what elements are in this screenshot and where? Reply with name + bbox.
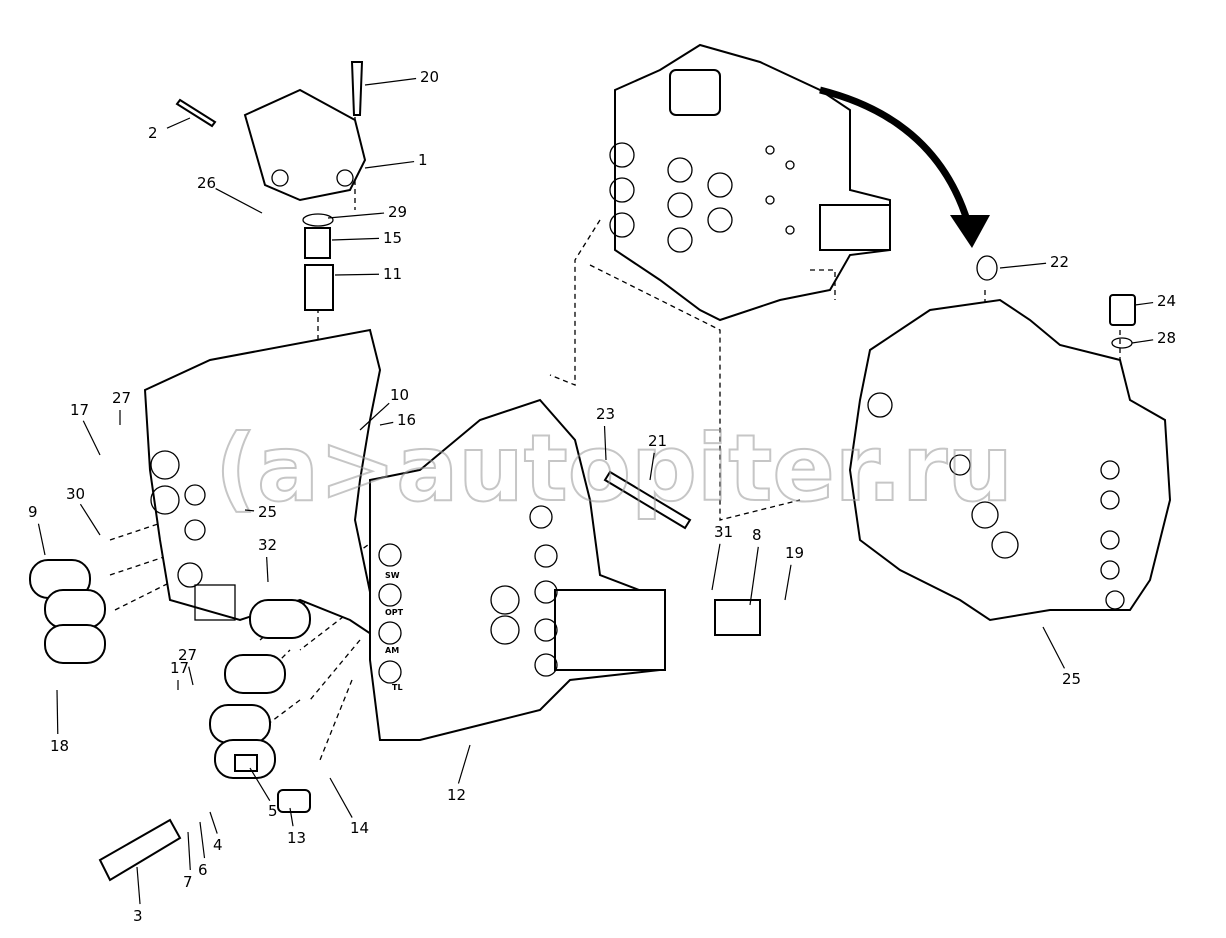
eye-bolt-22 bbox=[976, 255, 998, 281]
leader-line bbox=[209, 811, 218, 834]
leader-line bbox=[1131, 339, 1154, 344]
leader-line bbox=[334, 273, 380, 276]
port-label-opt: OPT bbox=[385, 608, 404, 617]
leader-line bbox=[329, 777, 353, 818]
leader-line bbox=[711, 543, 721, 591]
callout-11: 11 bbox=[383, 265, 402, 283]
valve-section-middle bbox=[369, 398, 667, 741]
spring-15 bbox=[304, 227, 331, 259]
leader-line bbox=[249, 767, 271, 802]
callout-32: 32 bbox=[258, 536, 277, 554]
callout-12: 12 bbox=[447, 786, 466, 804]
leader-line bbox=[649, 452, 655, 481]
leader-line bbox=[215, 188, 263, 214]
port-label-tl: TL bbox=[392, 683, 403, 692]
callout-23: 23 bbox=[596, 405, 615, 423]
rotation-arrow bbox=[819, 86, 974, 231]
callout-7: 7 bbox=[183, 873, 193, 891]
leader-line bbox=[784, 564, 792, 601]
callout-25: 25 bbox=[1062, 670, 1081, 688]
leader-line bbox=[359, 402, 390, 431]
plug-24 bbox=[1109, 294, 1136, 326]
port-label-sw: SW bbox=[385, 571, 400, 580]
leader-line bbox=[1042, 626, 1066, 669]
port-labels: SW OPT AM TL bbox=[385, 571, 404, 692]
valve-section-left bbox=[143, 328, 382, 643]
leader-line bbox=[82, 420, 101, 456]
callout-15: 15 bbox=[383, 229, 402, 247]
bolt-20 bbox=[350, 61, 364, 116]
leader-line bbox=[1134, 301, 1154, 306]
leader-line bbox=[56, 689, 59, 735]
callout-14: 14 bbox=[350, 819, 369, 837]
leader-line bbox=[79, 503, 101, 536]
callout-21: 21 bbox=[648, 432, 667, 450]
callout-6: 6 bbox=[198, 861, 208, 879]
callout-16: 16 bbox=[397, 411, 416, 429]
leader-line bbox=[289, 807, 294, 827]
callout-9: 9 bbox=[28, 503, 38, 521]
valve-assembly-right bbox=[848, 298, 1172, 622]
pilot-cover-1 bbox=[243, 88, 367, 202]
callout-19: 19 bbox=[785, 544, 804, 562]
cover-plate-8 bbox=[714, 599, 761, 636]
callout-3: 3 bbox=[133, 907, 143, 925]
leader-line bbox=[331, 237, 380, 241]
port-label-am: AM bbox=[385, 646, 399, 655]
assembled-valve-top bbox=[609, 43, 891, 322]
o-ring-28 bbox=[1111, 337, 1133, 349]
leader-line bbox=[603, 425, 607, 461]
leader-line bbox=[244, 509, 255, 512]
leader-line bbox=[379, 421, 394, 426]
bolt-2 bbox=[175, 98, 217, 128]
solenoid-valves bbox=[29, 559, 311, 882]
callout-17: 17 bbox=[70, 401, 89, 419]
callout-31: 31 bbox=[714, 523, 733, 541]
watermark: (a>autopiter.ru bbox=[215, 415, 1013, 522]
callout-27: 27 bbox=[178, 646, 197, 664]
callout-26: 26 bbox=[197, 174, 216, 192]
leader-line bbox=[266, 556, 269, 583]
leader-line bbox=[327, 212, 385, 219]
callout-4: 4 bbox=[213, 836, 223, 854]
callout-25: 25 bbox=[258, 503, 277, 521]
callout-13: 13 bbox=[287, 829, 306, 847]
callout-24: 24 bbox=[1157, 292, 1176, 310]
leader-line bbox=[749, 546, 759, 606]
leader-line bbox=[136, 866, 141, 905]
rotation-arrowhead bbox=[950, 215, 990, 248]
leader-line bbox=[457, 744, 471, 784]
callout-18: 18 bbox=[50, 737, 69, 755]
leader-line bbox=[187, 831, 191, 871]
callout-29: 29 bbox=[388, 203, 407, 221]
callout-20: 20 bbox=[420, 68, 439, 86]
callout-17: 17 bbox=[170, 659, 189, 677]
callout-22: 22 bbox=[1050, 253, 1069, 271]
callout-28: 28 bbox=[1157, 329, 1176, 347]
bolt-21 bbox=[603, 470, 692, 530]
o-ring-29 bbox=[302, 213, 334, 227]
leader-line bbox=[199, 821, 206, 859]
spool-11 bbox=[304, 264, 334, 311]
leader-line bbox=[364, 160, 415, 169]
leader-line bbox=[166, 117, 191, 129]
callout-27: 27 bbox=[112, 389, 131, 407]
leader-line bbox=[37, 523, 46, 556]
callout-30: 30 bbox=[66, 485, 85, 503]
callout-1: 1 bbox=[418, 151, 428, 169]
leader-line bbox=[999, 262, 1047, 269]
callout-5: 5 bbox=[268, 802, 278, 820]
callout-2: 2 bbox=[148, 124, 158, 142]
leader-line bbox=[364, 77, 417, 86]
callout-8: 8 bbox=[752, 526, 762, 544]
callout-10: 10 bbox=[390, 386, 409, 404]
leader-line bbox=[188, 666, 194, 686]
